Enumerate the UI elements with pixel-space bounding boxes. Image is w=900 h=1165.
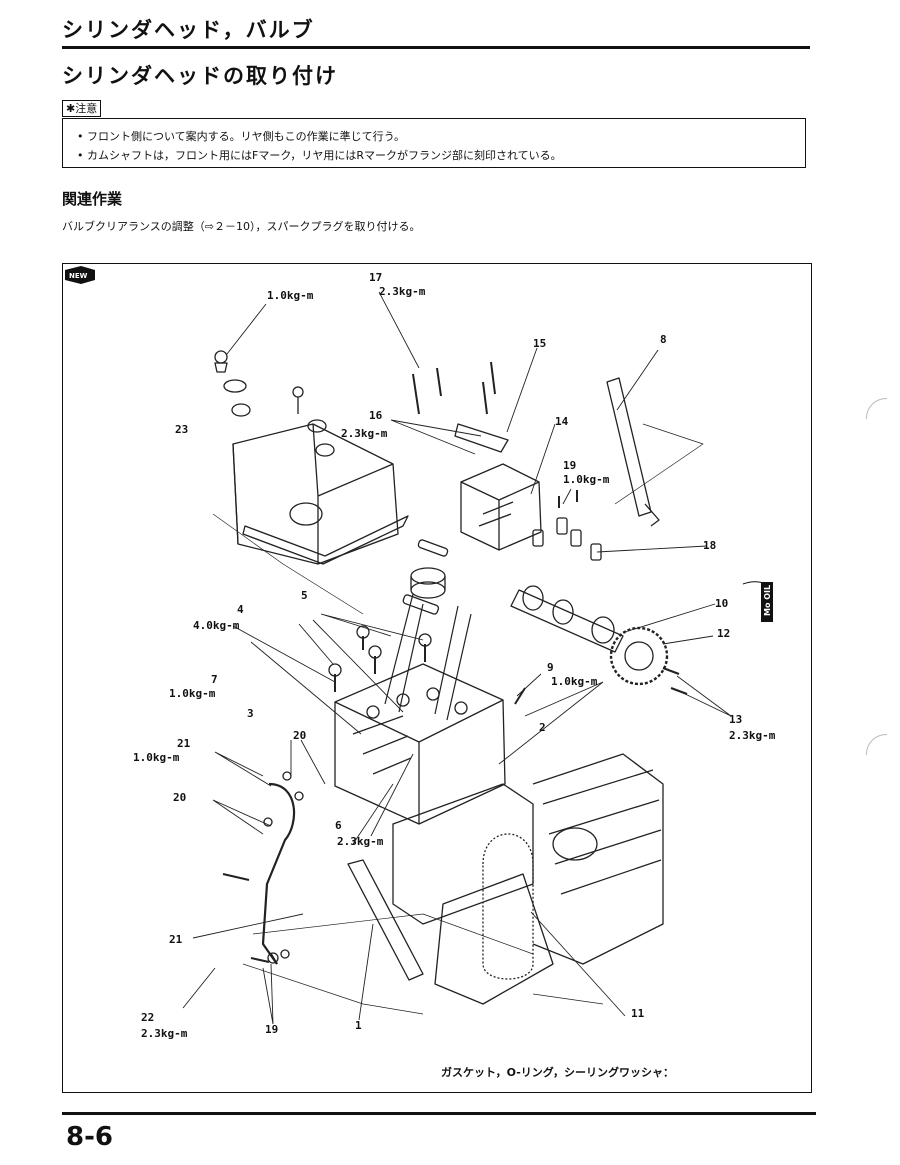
callout-21b: 21 [169,933,183,946]
callout-10: 10 [715,597,729,610]
mo-oil-tag: Mo OIL [742,581,773,622]
cylinder-head-shape [334,663,506,825]
callout-1: 1 [355,1019,362,1032]
callout-7: 7 [211,673,218,686]
callout-20b: 20 [173,791,187,804]
camshaft-shape [510,589,624,653]
callout-18: 18 [703,539,717,552]
torque-label: 1.0kg-m [133,751,180,764]
callout-3: 3 [247,707,254,720]
torque-label: 2.3kg-m [337,835,384,848]
torque-label: 1.0kg-m [169,687,216,700]
head-cover-shape [232,423,399,565]
new-parts-icon: NEW [65,266,95,284]
caution-badge-label: 注意 [75,102,98,115]
callout-20: 20 [293,729,307,742]
caution-line: フロント側について案内する。リヤ側もこの作業に準じて行う。 [77,127,795,146]
exploded-diagram: Mo OIL 1.0kg-m 17 2.3kg-m 15 8 23 16 2.3… [62,263,812,1093]
torque-label: 1.0kg-m [551,675,598,688]
caution-icon: ✱ [66,102,76,115]
torque-label: 2.3kg-m [729,729,776,742]
callout-12: 12 [717,627,731,640]
callout-16: 16 [369,409,383,422]
callout-11: 11 [631,1007,645,1020]
callout-8: 8 [660,333,667,346]
callout-19: 19 [563,459,577,472]
callout-23: 23 [175,423,189,436]
caution-line: カムシャフトは，フロント用にはFマーク，リヤ用にはRマークがフランジ部に刻印され… [77,146,795,165]
callout-9: 9 [547,661,554,674]
page-number: 8-6 [66,1122,113,1152]
callout-15: 15 [533,337,547,350]
margin-punch-mark [866,398,887,419]
margin-punch-mark [866,734,887,755]
torque-label: 4.0kg-m [193,619,240,632]
torque-label: 2.3kg-m [379,285,426,298]
torque-label: 2.3kg-m [141,1027,188,1040]
callout-17: 17 [369,271,383,284]
related-work-heading: 関連作業 [62,190,123,208]
new-badge-label: NEW [69,272,88,280]
callout-19b: 19 [265,1023,279,1036]
caution-badge: ✱注意 [62,100,102,117]
callout-4: 4 [237,603,244,616]
related-work-text: バルブクリアランスの調整（⇨２－10），スパークプラグを取り付ける。 [62,220,421,233]
callout-21: 21 [177,737,191,750]
callout-22: 22 [141,1011,155,1024]
callout-5: 5 [301,589,308,602]
new-parts-note: ガスケット，O-リング，シーリングワッシャ： [441,1066,675,1079]
torque-label: 2.3kg-m [341,427,388,440]
chapter-title: シリンダヘッド，バルブ [62,18,315,42]
exploded-diagram-art: Mo OIL [182,291,773,1025]
callout-6: 6 [335,819,342,832]
caution-box: フロント側について案内する。リヤ側もこの作業に準じて行う。 カムシャフトは，フロ… [62,118,806,168]
section-title: シリンダヘッドの取り付け [62,64,338,88]
callout-14: 14 [555,415,569,428]
callout-13: 13 [729,713,743,726]
cam-sprocket-shape [609,626,669,686]
footer-rule [62,1112,816,1115]
torque-label: 1.0kg-m [563,473,610,486]
callout-2: 2 [539,721,546,734]
header-rule [62,46,810,49]
torque-label: 1.0kg-m [267,289,314,302]
mo-oil-label: Mo OIL [763,585,772,616]
